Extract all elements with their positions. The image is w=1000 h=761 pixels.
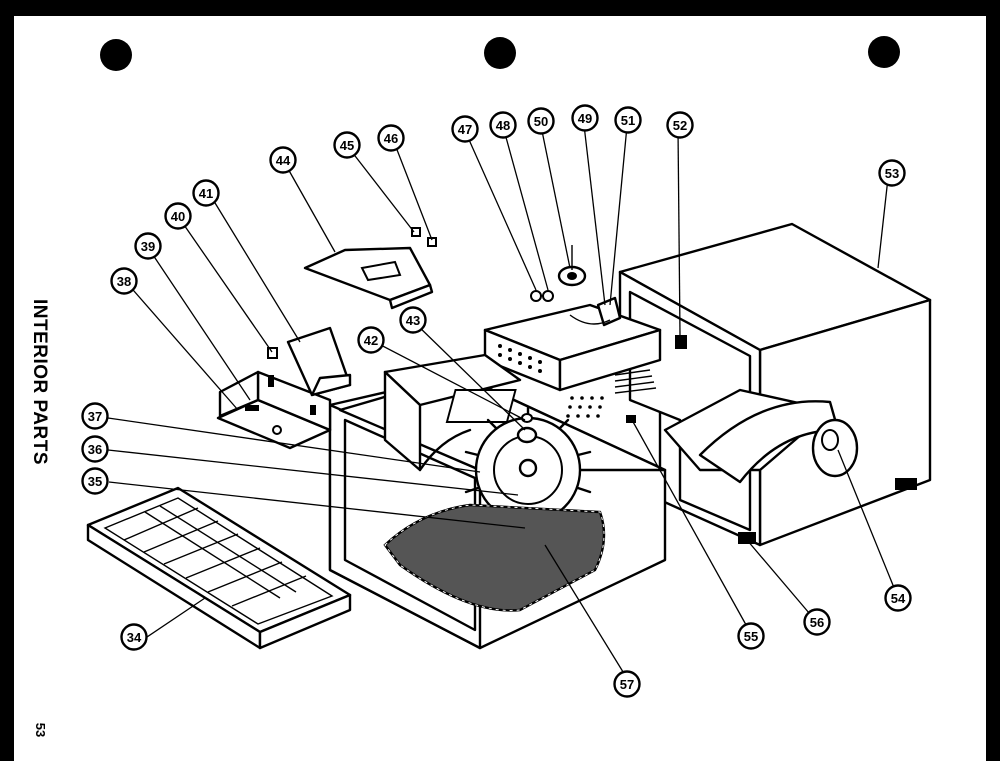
callout-57: 57 bbox=[613, 670, 641, 698]
callout-56: 56 bbox=[803, 608, 831, 636]
callout-52: 52 bbox=[666, 111, 694, 139]
callout-45: 45 bbox=[333, 131, 361, 159]
svg-text:37: 37 bbox=[88, 409, 102, 424]
svg-text:50: 50 bbox=[534, 114, 548, 129]
callout-51: 51 bbox=[614, 106, 642, 134]
binder-hole-icon bbox=[100, 39, 132, 71]
page-number: 53 bbox=[33, 723, 48, 737]
svg-text:55: 55 bbox=[744, 629, 758, 644]
control-housing bbox=[483, 245, 687, 392]
svg-text:40: 40 bbox=[171, 209, 185, 224]
svg-text:53: 53 bbox=[885, 166, 899, 181]
binder-hole-icon bbox=[868, 36, 900, 68]
callout-41: 41 bbox=[192, 179, 220, 207]
svg-text:38: 38 bbox=[117, 274, 131, 289]
blower-assembly-54 bbox=[663, 388, 859, 484]
svg-text:45: 45 bbox=[340, 138, 354, 153]
svg-text:35: 35 bbox=[88, 474, 102, 489]
svg-text:41: 41 bbox=[199, 186, 213, 201]
callout-37: 37 bbox=[81, 402, 109, 430]
svg-text:34: 34 bbox=[127, 630, 142, 645]
callout-34: 34 bbox=[120, 623, 148, 651]
svg-text:42: 42 bbox=[364, 333, 378, 348]
svg-text:43: 43 bbox=[406, 313, 420, 328]
callout-43: 43 bbox=[399, 306, 427, 334]
svg-text:57: 57 bbox=[620, 677, 634, 692]
callout-42: 42 bbox=[357, 326, 385, 354]
callout-47: 47 bbox=[451, 115, 479, 143]
svg-text:39: 39 bbox=[141, 239, 155, 254]
bracket-assembly-38 bbox=[216, 370, 332, 450]
svg-text:47: 47 bbox=[458, 122, 472, 137]
drip-tray-34 bbox=[86, 486, 352, 650]
callout-55: 55 bbox=[737, 622, 765, 650]
callout-36: 36 bbox=[81, 435, 109, 463]
callout-35: 35 bbox=[81, 467, 109, 495]
callout-38: 38 bbox=[110, 267, 138, 295]
svg-text:49: 49 bbox=[578, 111, 592, 126]
callout-54: 54 bbox=[884, 584, 912, 612]
binder-hole-icon bbox=[484, 37, 516, 69]
top-cover-44 bbox=[303, 227, 437, 310]
side-title: INTERIOR PARTS bbox=[29, 299, 50, 465]
callout-46: 46 bbox=[377, 124, 405, 152]
svg-text:36: 36 bbox=[88, 442, 102, 457]
callout-40: 40 bbox=[164, 202, 192, 230]
callout-53: 53 bbox=[878, 159, 906, 187]
svg-text:44: 44 bbox=[276, 153, 291, 168]
svg-text:48: 48 bbox=[496, 118, 510, 133]
bracket-41 bbox=[267, 326, 352, 397]
callout-48: 48 bbox=[489, 111, 517, 139]
leader-lines bbox=[107, 124, 898, 681]
svg-text:56: 56 bbox=[810, 615, 824, 630]
svg-text:52: 52 bbox=[673, 118, 687, 133]
svg-text:51: 51 bbox=[621, 113, 635, 128]
callout-49: 49 bbox=[571, 104, 599, 132]
callout-50: 50 bbox=[527, 107, 555, 135]
svg-text:54: 54 bbox=[891, 591, 906, 606]
svg-text:46: 46 bbox=[384, 131, 398, 146]
callout-44: 44 bbox=[269, 146, 297, 174]
callout-39: 39 bbox=[134, 232, 162, 260]
